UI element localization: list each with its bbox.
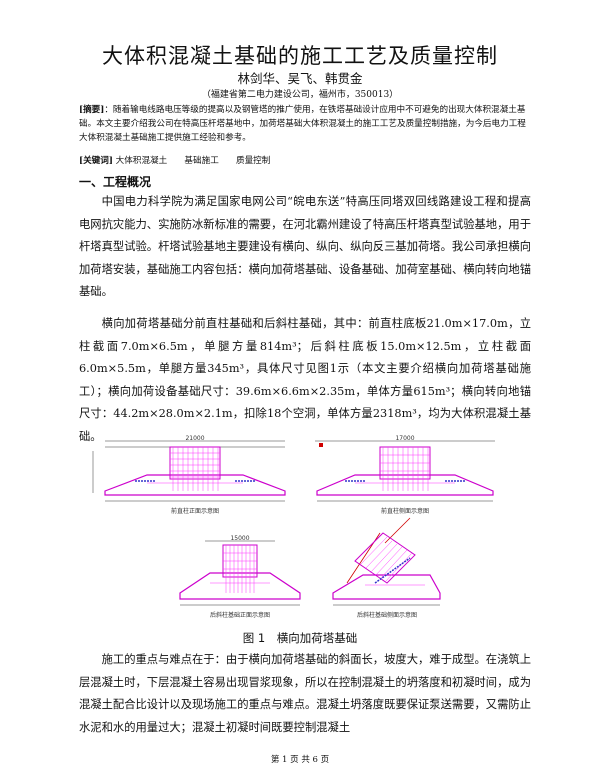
dim-label-3: 15000	[230, 535, 249, 542]
abstract-text: ：随着输电线路电压等级的提高以及钢管塔的推广使用，在铁塔基础设计应用中不可避免的…	[79, 105, 526, 143]
abstract-label: [摘要]	[79, 105, 105, 115]
affiliation: （福建省第二电力建设公司，福州市，350013）	[201, 90, 399, 100]
sub-caption-2: 前直柱侧面示意图	[381, 507, 429, 515]
section-heading: 一、工程概况	[79, 175, 152, 189]
paragraph-overview: 中国电力科学院为满足国家电网公司“皖电东送”特高压同塔双回线路建设工程和提高电网…	[79, 195, 531, 298]
sub-caption-4: 后斜柱基础侧面示意图	[357, 611, 417, 619]
drawing-rear-column-front: 15000 后斜柱基础正面示意图	[179, 535, 301, 619]
figure-foundation-drawings: 21000 前直柱正面示意图 17000	[92, 435, 495, 619]
authors: 林剑华、吴飞、韩贯金	[237, 71, 363, 86]
drawing-front-column-front: 21000 前直柱正面示意图	[92, 435, 286, 515]
dim-label-2: 17000	[395, 435, 414, 442]
document-title: 大体积混凝土基础的施工工艺及质量控制	[102, 44, 498, 68]
paragraph-dimensions: 横向加荷塔基础分前直柱基础和后斜柱基础，其中：前直柱底板21.0m×17.0m，…	[79, 317, 531, 443]
sub-caption-1: 前直柱正面示意图	[171, 507, 219, 515]
keywords-label: [关键词]	[79, 156, 113, 166]
drawing-front-column-side: 17000 前直柱侧面示意图	[315, 435, 495, 515]
sub-caption-3: 后斜柱基础正面示意图	[210, 611, 270, 619]
drawing-rear-column-side: 后斜柱基础侧面示意图	[332, 517, 441, 619]
figure-caption: 图 1 横向加荷塔基础	[242, 631, 358, 645]
dim-label-1: 21000	[185, 435, 204, 442]
keywords-block: [关键词] 大体积混凝土 基础施工 质量控制	[79, 154, 534, 166]
paragraph-key-difficulties: 施工的重点与难点在于：由于横向加荷塔基础的斜面长，坡度大，难于成型。在浇筑上层混…	[79, 653, 531, 734]
abstract-block: [摘要]：随着输电线路电压等级的提高以及钢管塔的推广使用，在铁塔基础设计应用中不…	[79, 103, 534, 145]
keywords-text: 大体积混凝土 基础施工 质量控制	[115, 156, 271, 166]
page-footer: 第 1 页 共 6 页	[270, 755, 330, 765]
